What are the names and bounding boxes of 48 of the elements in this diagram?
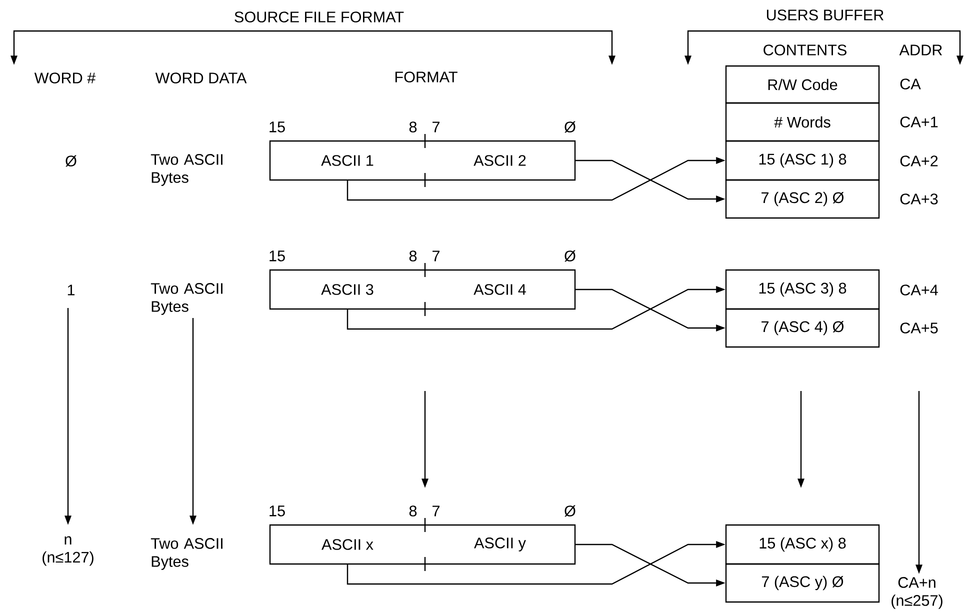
buffer-cell: 15 (ASC 3) 8 [725, 269, 880, 310]
bit-number: 8 [409, 122, 417, 132]
bracket-heading: USERS BUFFER [766, 10, 884, 20]
word-box [269, 269, 576, 310]
word-data-label: Two ASCII Bytes [150, 538, 222, 570]
address-label: CA+2 [900, 156, 938, 166]
byte-field: ASCII 1 [321, 155, 374, 166]
bit-number: Ø [564, 121, 576, 133]
bit-number: Ø [564, 505, 576, 517]
address-label: CA+5 [900, 322, 938, 334]
bit-number: 8 [409, 506, 417, 516]
column-heading: FORMAT [395, 72, 458, 82]
bit-number: 7 [432, 250, 440, 262]
address-label: CA [900, 78, 921, 90]
word-data-label: Two ASCII Bytes [150, 154, 222, 186]
bit-number: 15 [270, 250, 285, 262]
word-box [269, 524, 576, 565]
address-label: CA+1 [900, 116, 938, 128]
bit-number: 7 [432, 506, 440, 516]
byte-field: ASCII x [322, 539, 374, 550]
buffer-cell: 7 (ASC 2) Ø [725, 179, 880, 219]
byte-field: ASCII 4 [474, 284, 526, 295]
bit-number: Ø [564, 250, 576, 262]
column-heading: WORD DATA [155, 72, 247, 84]
address-label: CA+3 [900, 194, 938, 204]
bit-number: 15 [270, 122, 285, 132]
bracket-heading: SOURCE FILE FORMAT [234, 12, 404, 22]
buffer-cell: 15 (ASC 1) 8 [725, 140, 880, 181]
byte-field: ASCII 2 [474, 155, 526, 166]
buffer-cell: # Words [725, 102, 880, 142]
word-number: 1 [68, 284, 75, 296]
word-box [269, 140, 576, 181]
column-heading: ADDR [899, 44, 942, 56]
address-label: CA+4 [900, 284, 938, 296]
bit-number: 15 [270, 506, 285, 516]
word-data-label: Two ASCII Bytes [150, 283, 222, 315]
bit-number: 8 [409, 250, 417, 262]
word-number: Ø [66, 155, 76, 167]
byte-field: ASCII y [474, 538, 526, 552]
buffer-cell: 7 (ASC 4) Ø [725, 308, 880, 348]
bit-number: 7 [432, 122, 440, 132]
buffer-cell: 15 (ASC x) 8 [725, 524, 880, 565]
column-heading: WORD # [34, 72, 96, 84]
buffer-cell: R/W Code [725, 65, 880, 104]
buffer-cell: 7 (ASC y) Ø [725, 563, 880, 603]
byte-field: ASCII 3 [321, 284, 374, 295]
address-label: CA+n (n≤257) [892, 577, 942, 609]
word-number: n (n≤127) [42, 536, 94, 566]
